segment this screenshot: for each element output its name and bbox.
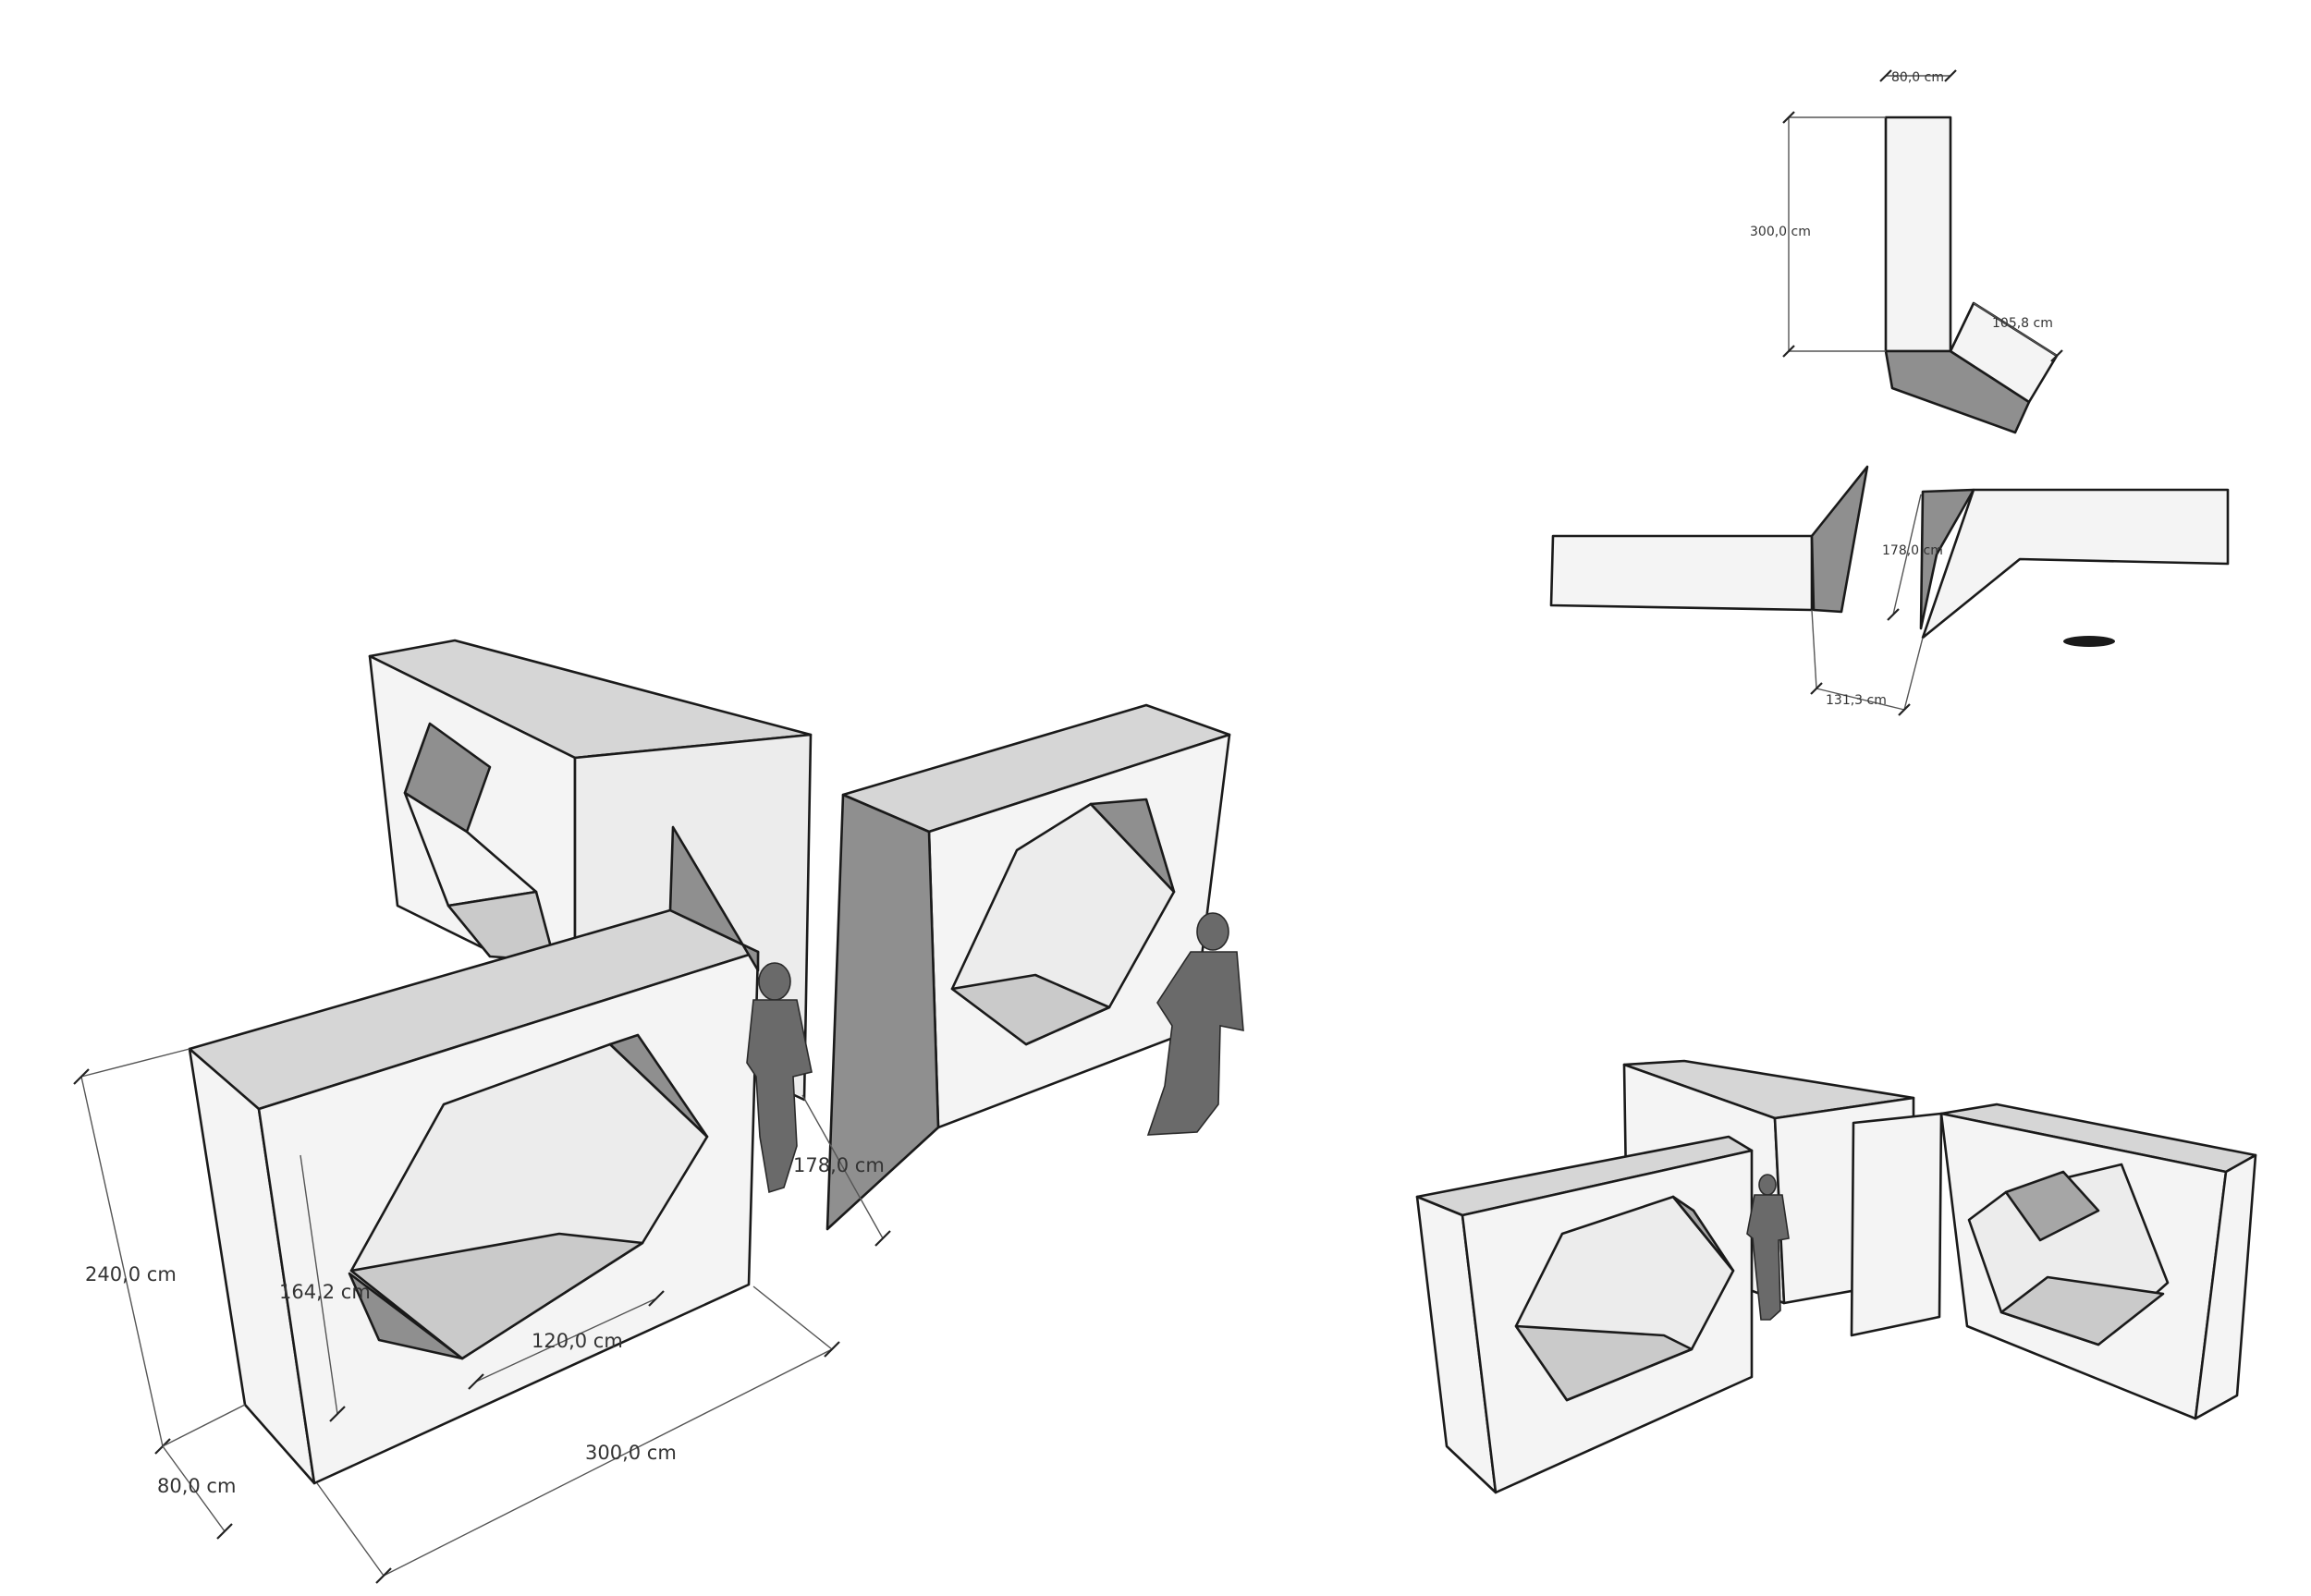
plan-view-top: 300,0 cm 80,0 cm 105,8 cm (1750, 69, 2063, 434)
front-frame-module (188, 825, 760, 1485)
dim-width-label: 300,0 cm (585, 1442, 677, 1464)
plan-dim-length-label: 300,0 cm (1750, 225, 1811, 239)
right-frame-module (825, 703, 1231, 1231)
plan-dim-width-label: 80,0 cm (1891, 70, 1944, 85)
secondary-perspective-view (1415, 1059, 2257, 1494)
plan-view-bottom: 178,0 cm 131,3 cm (1549, 465, 2230, 716)
person-figure-small (1746, 1174, 1790, 1321)
main-perspective-view: 240,0 cm 80,0 cm 300,0 cm 164,2 cm 120,0… (73, 639, 1244, 1584)
right-frame-module-small (1850, 1103, 2257, 1420)
dim-height-label: 240,0 cm (85, 1263, 177, 1285)
dim-hex-height-label: 164,2 cm (279, 1281, 371, 1303)
person-figure-right (1146, 912, 1244, 1136)
dim-depth-label: 80,0 cm (157, 1475, 236, 1497)
plan-dim-offset-label: 131,3 cm (1826, 693, 1887, 708)
dim-hex-side-label: 120,0 cm (532, 1330, 623, 1352)
dim-gap-label: 178,0 cm (793, 1154, 885, 1176)
person-figure-center (746, 962, 813, 1194)
plan-dim-gap-label: 178,0 cm (1882, 543, 1943, 558)
front-frame-module-small (1415, 1135, 1754, 1494)
plan-dim-leg-label: 105,8 cm (1992, 316, 2053, 331)
front-frame-dimensions: 240,0 cm 80,0 cm 300,0 cm 164,2 cm 120,0… (73, 1048, 891, 1584)
